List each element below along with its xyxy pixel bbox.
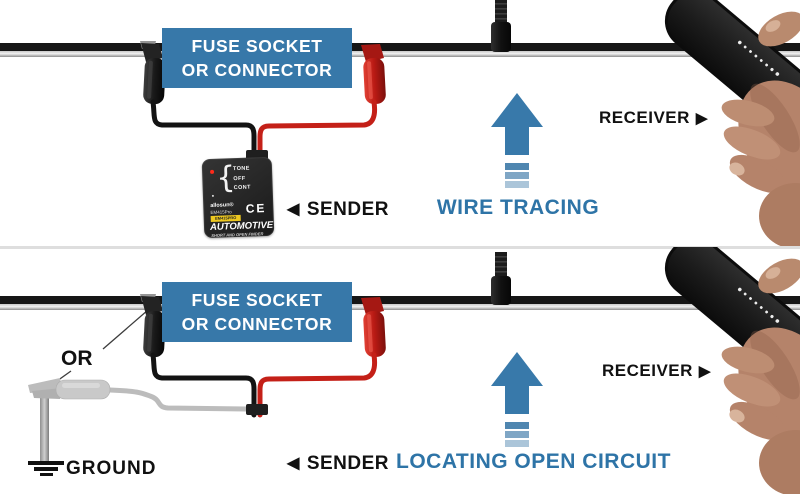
model-label: EM415Pro <box>210 209 232 215</box>
brand-label: allosun® <box>210 202 234 209</box>
receiver-pointer-icon: ▶ <box>698 362 711 380</box>
panel-wire-tracing: FUSE SOCKET OR CONNECTOR RECEIVER ▶ ◀ SE… <box>162 28 708 239</box>
sender-pointer-icon: ◀ <box>287 455 300 472</box>
main-wire <box>0 43 800 57</box>
sender-cable-connector <box>246 404 268 415</box>
fuse-label-line2: OR CONNECTOR <box>181 314 333 334</box>
ce-mark: CE <box>245 201 267 216</box>
panel-divider <box>0 246 800 249</box>
panel-wire-tracing-graphics <box>0 0 800 246</box>
receiver-label: RECEIVER ▶ <box>602 361 711 380</box>
receiver-label: RECEIVER ▶ <box>599 108 708 127</box>
panel-caption: WIRE TRACING <box>436 196 600 219</box>
main-wire <box>0 296 800 310</box>
ground-post <box>40 389 49 463</box>
sender-label: ◀ SENDER <box>287 199 389 220</box>
black-test-clip <box>140 41 257 163</box>
red-test-clip <box>257 44 386 163</box>
ghost-ground-clip <box>28 378 111 400</box>
product-subtitle: SHORT AND OPEN FINDER <box>211 231 264 238</box>
sender-pointer-icon: ◀ <box>287 201 300 218</box>
ground-symbol <box>28 461 64 476</box>
sender-label: ◀ SENDER <box>287 453 389 474</box>
or-label: OR <box>61 347 93 370</box>
fuse-socket-label-box: FUSE SOCKET OR CONNECTOR <box>162 282 352 342</box>
receiver-probe <box>491 0 511 52</box>
ground-label: GROUND <box>66 458 157 479</box>
fuse-label-line2: OR CONNECTOR <box>181 60 333 80</box>
switch-labels: TONE OFF CONT <box>232 165 251 192</box>
receiver-pointer-icon: ▶ <box>695 109 708 127</box>
red-test-clip <box>257 297 386 418</box>
tone-indicator-dot <box>210 169 215 174</box>
panel-locating-open-circuit-graphics <box>0 247 800 494</box>
black-test-clip <box>140 294 257 418</box>
receiver-probe <box>491 252 511 305</box>
fuse-label-line1: FUSE SOCKET <box>191 290 323 310</box>
fuse-label-line1: FUSE SOCKET <box>191 36 323 56</box>
panel-locating-open-circuit: FUSE SOCKET OR CONNECTOR OR GROUND RECEI… <box>0 247 800 494</box>
panel-caption: LOCATING OPEN CIRCUIT <box>396 450 671 473</box>
cont-indicator-dot <box>211 194 214 197</box>
fuse-socket-label-box: FUSE SOCKET OR CONNECTOR <box>162 28 352 88</box>
sender-device: { TONE OFF CONT allosun® EM415Pro EM415P… <box>201 156 275 239</box>
